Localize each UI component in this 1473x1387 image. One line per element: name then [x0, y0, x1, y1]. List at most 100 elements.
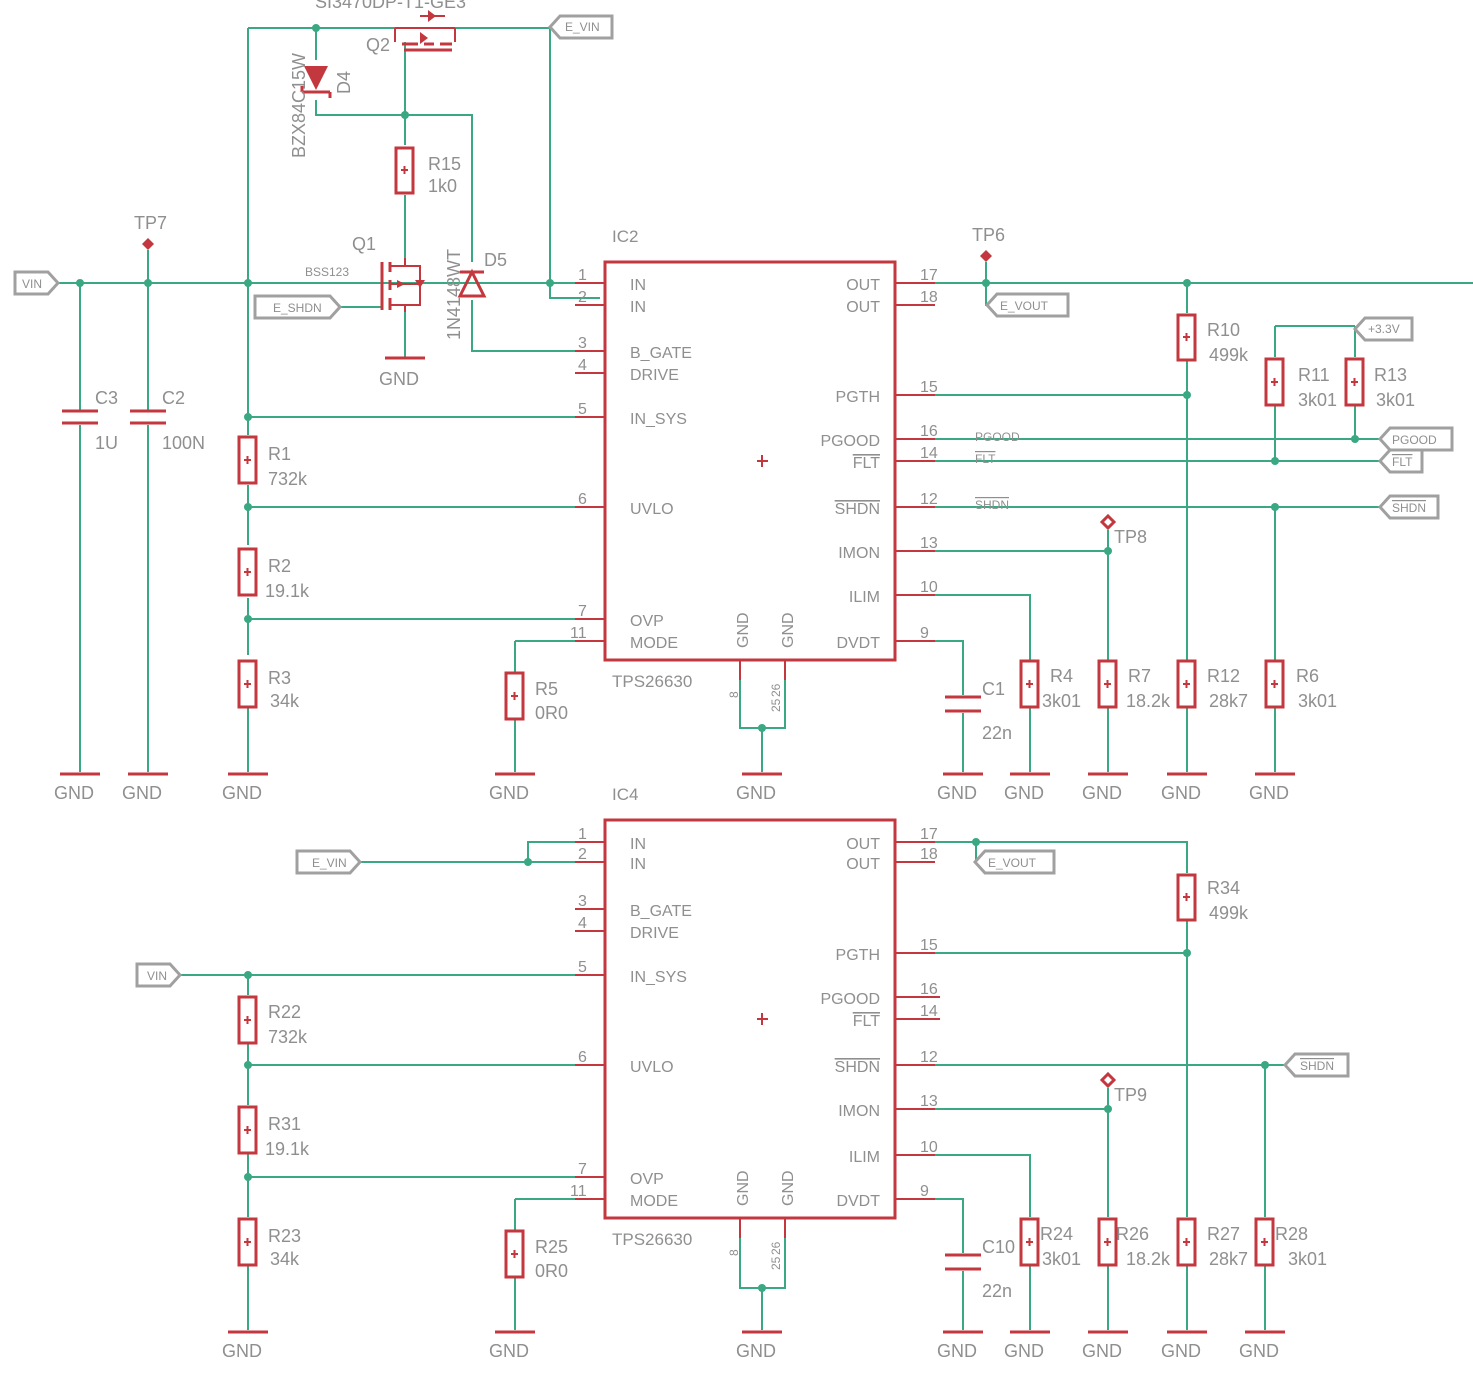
pin-number: 16 [920, 981, 938, 998]
svg-text:E_VOUT: E_VOUT [1000, 299, 1049, 313]
pin-number: 15 [920, 379, 938, 396]
pin-label: MODE [630, 635, 678, 652]
pin-number: 25 [769, 1256, 783, 1270]
pin-label: IN [630, 836, 646, 853]
flag-e-vout-top: E_VOUT [984, 292, 1070, 318]
ic-bottom-value: TPS26630 [612, 1230, 692, 1249]
gnd-label: GND [222, 783, 262, 803]
pin-label: FLT [853, 1013, 880, 1030]
pin-number: 11 [570, 625, 587, 642]
resistor-r4 [1019, 659, 1040, 709]
pin-label: ILIM [849, 589, 880, 606]
pin-label: IN_SYS [630, 411, 687, 428]
svg-text:E_VOUT: E_VOUT [988, 856, 1037, 870]
resistor-r25 [504, 1229, 525, 1279]
resistor-r23 [237, 1217, 258, 1267]
svg-text:VIN: VIN [22, 277, 42, 291]
mosfet-q2 [394, 10, 456, 52]
capacitor-c1 [945, 695, 981, 713]
r25-value: 0R0 [535, 1261, 568, 1281]
r11-name: R11 [1298, 365, 1330, 385]
gnd-label: GND [1082, 1341, 1122, 1361]
pin-label: OVP [630, 613, 664, 630]
pin-number: 26 [769, 1241, 783, 1255]
pin-label: B_GATE [630, 345, 692, 362]
pin-number: 2 [578, 289, 587, 306]
r34-name: R34 [1207, 878, 1240, 898]
r7-name: R7 [1128, 666, 1151, 686]
pin-number: 18 [920, 846, 938, 863]
gnd-label: GND [1161, 783, 1201, 803]
pin-number: 14 [920, 445, 938, 462]
gnd-label: GND [1082, 783, 1122, 803]
pin-label: IN [630, 277, 646, 294]
svg-text:PGOOD: PGOOD [1392, 433, 1437, 447]
r4-value: 3k01 [1042, 691, 1081, 711]
testpoint-tp9 [1099, 1071, 1117, 1089]
pin-label: B_GATE [630, 903, 692, 920]
r27-name: R27 [1207, 1224, 1240, 1244]
r7-value: 18.2k [1126, 691, 1171, 711]
pin-number: 18 [920, 289, 938, 306]
r15-name: R15 [428, 154, 461, 174]
gnd-label: GND [1004, 1341, 1044, 1361]
flag-3v3: +3.3V [1352, 316, 1414, 342]
pin-number: 6 [578, 491, 587, 508]
flag-e-shdn: E_SHDN [253, 294, 343, 320]
resistor-r28 [1254, 1217, 1275, 1267]
tp9-label: TP9 [1114, 1085, 1147, 1105]
mosfet-q1 [380, 258, 425, 312]
d4-name: D4 [334, 71, 354, 94]
resistor-r7 [1097, 659, 1118, 709]
q2-name: Q2 [366, 35, 390, 55]
resistor-r13 [1344, 357, 1365, 407]
test-points: TP7 TP6 TP8 TP9 [134, 213, 1147, 1105]
r23-value: 34k [270, 1249, 300, 1269]
testpoint-tp6 [980, 250, 992, 262]
pin-label: DVDT [836, 1193, 880, 1210]
c1-name: C1 [982, 679, 1005, 699]
pin-number: 16 [920, 423, 938, 440]
pin-label: GND [735, 612, 752, 648]
gnd-label: GND [1239, 1341, 1279, 1361]
r25-name: R25 [535, 1237, 568, 1257]
r12-name: R12 [1207, 666, 1240, 686]
resistor-r12 [1176, 659, 1197, 709]
pin-label: DRIVE [630, 925, 679, 942]
pin-label: MODE [630, 1193, 678, 1210]
junctions-top [76, 24, 1359, 732]
ic-bottom: IC4 TPS26630 IN IN B_GATE DRIVE IN_SYS U… [570, 785, 940, 1270]
c2-value: 100N [162, 433, 205, 453]
r24-name: R24 [1040, 1224, 1073, 1244]
pin-label: ILIM [849, 1149, 880, 1166]
pin-label: IMON [838, 545, 880, 562]
pin-label: OUT [846, 856, 880, 873]
pin-label: DVDT [836, 635, 880, 652]
pin-number: 12 [920, 491, 938, 508]
gnd-label: GND [1004, 783, 1044, 803]
r13-name: R13 [1374, 365, 1407, 385]
gnd-label: GND [1161, 1341, 1201, 1361]
d5-name: D5 [484, 250, 507, 270]
r13-value: 3k01 [1376, 390, 1415, 410]
resistors [237, 146, 1365, 1279]
r3-name: R3 [268, 668, 291, 688]
pin-number: 17 [920, 267, 938, 284]
pin-label: PGTH [836, 947, 880, 964]
pin-label: UVLO [630, 1059, 674, 1076]
pin-label: FLT [853, 455, 880, 472]
svg-text:SHDN: SHDN [1300, 1059, 1334, 1073]
pin-number: 26 [769, 683, 783, 697]
pin-number: 1 [578, 826, 587, 843]
capacitor-c2 [130, 409, 166, 425]
r24-value: 3k01 [1042, 1249, 1081, 1269]
gnd-label: GND [1249, 783, 1289, 803]
d5-value: 1N4148WT [444, 249, 464, 340]
flag-vin-bottom: VIN [135, 962, 183, 988]
pin-number: 2 [578, 846, 587, 863]
r15-value: 1k0 [428, 176, 457, 196]
r10-name: R10 [1207, 320, 1240, 340]
r34-value: 499k [1209, 903, 1249, 923]
pin-number: 6 [578, 1049, 587, 1066]
